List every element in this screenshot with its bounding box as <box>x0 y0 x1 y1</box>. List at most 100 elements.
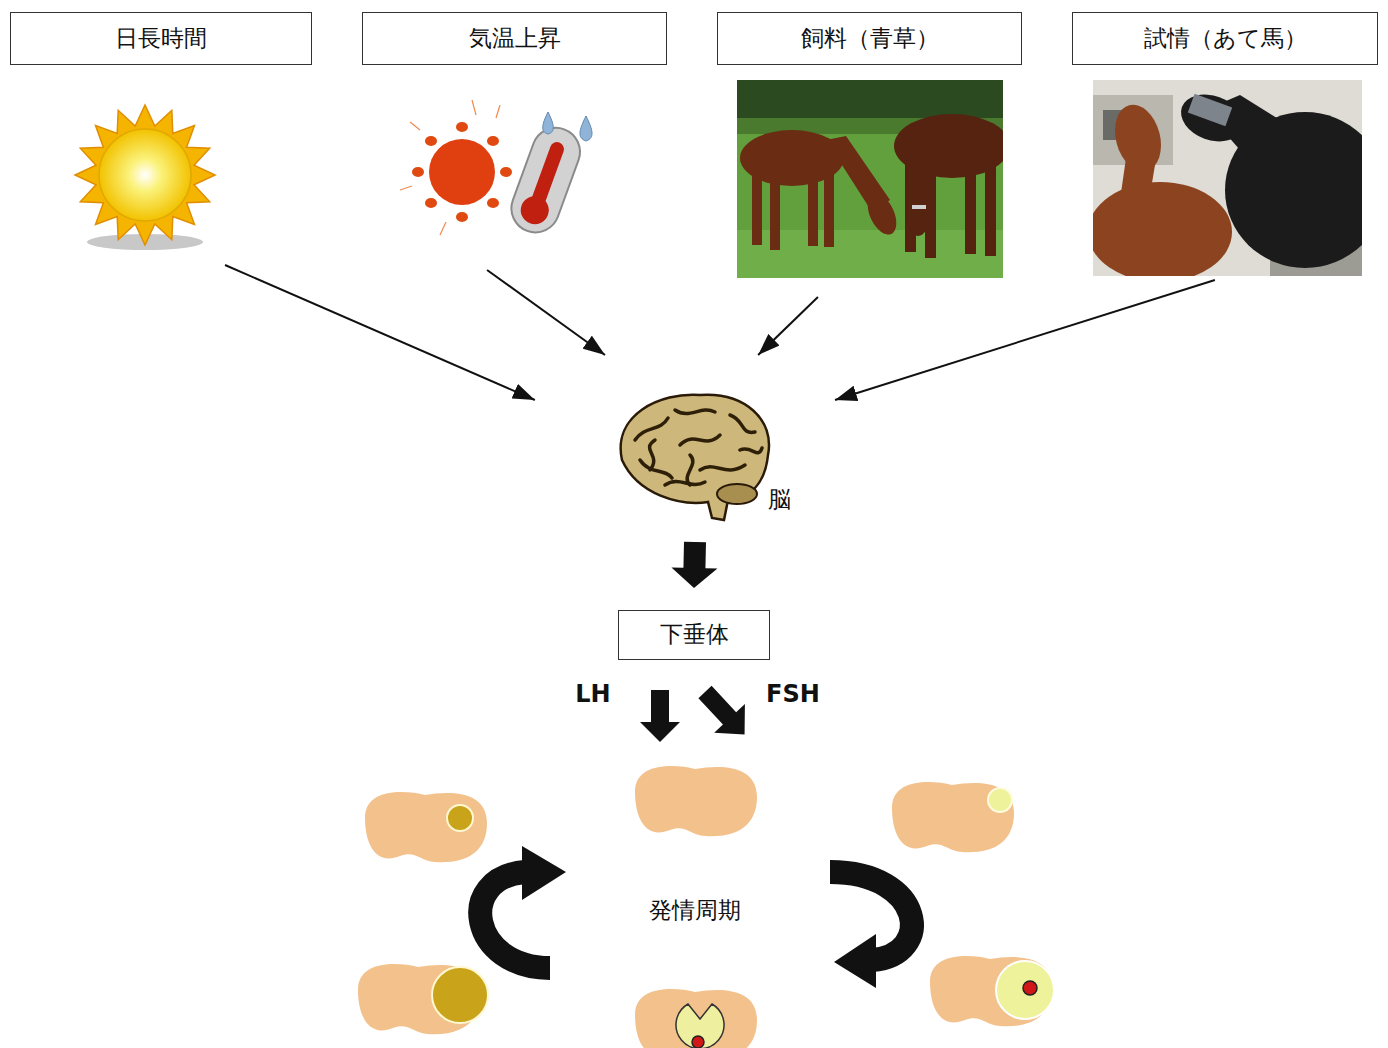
hormone-label: LH <box>575 680 610 709</box>
input-header-node: 飼料（青草） <box>717 12 1022 297</box>
thermometer-bulb <box>517 192 553 228</box>
node-label: 試情（あて馬） <box>1144 25 1307 53</box>
brain-fold <box>687 455 693 485</box>
heat-drop <box>425 198 437 208</box>
heat-drop <box>456 122 468 132</box>
cerebellum <box>717 484 757 504</box>
brain-fold <box>680 435 720 445</box>
corpus-luteum-small <box>447 805 473 831</box>
heat-icon <box>400 100 592 239</box>
ruptured-follicle <box>676 1004 724 1048</box>
hormone-label: FSH <box>766 680 820 709</box>
arrow-connector <box>758 297 818 355</box>
heat-ray <box>410 122 420 130</box>
lh-arrow <box>640 690 680 742</box>
ovary <box>365 792 487 862</box>
header-box: 日長時間 <box>10 12 312 65</box>
sun-icon <box>75 105 215 250</box>
node-label: 気温上昇 <box>469 25 561 53</box>
heat-drop <box>500 167 512 177</box>
input-header-node: 日長時間 <box>10 12 312 265</box>
mare-head <box>1108 99 1168 176</box>
muzzle-guard <box>1188 94 1232 126</box>
stallion-head <box>1174 86 1249 149</box>
sweat-drop <box>580 116 592 141</box>
heat-ray <box>472 100 476 115</box>
block-arrow <box>671 542 717 588</box>
node-label: 日長時間 <box>115 25 207 53</box>
arrow-connector <box>487 270 605 355</box>
node-label: 下垂体 <box>660 621 729 649</box>
follicle-small <box>988 788 1012 812</box>
heat-drop <box>487 198 499 208</box>
ovary-cycle <box>358 766 1054 1048</box>
sun-rays <box>75 105 215 245</box>
horse-right <box>894 114 1003 258</box>
input-header-node: 試情（あて馬） <box>1072 12 1378 280</box>
horse-head <box>906 192 930 236</box>
ovary <box>635 766 757 836</box>
pituitary-box: 下垂体 <box>618 610 770 660</box>
fsh-arrow-shape <box>690 678 760 749</box>
stallion <box>1174 86 1362 268</box>
heat-drops <box>412 122 512 222</box>
brain-fold <box>740 448 762 453</box>
header-box: 試情（あて馬） <box>1072 12 1378 65</box>
fsh-arrow <box>690 678 760 749</box>
brain-fold <box>650 440 655 470</box>
brain-fold <box>730 415 755 432</box>
brain-fold <box>665 481 705 485</box>
node-label: 飼料（青草） <box>801 25 939 53</box>
thermometer <box>505 121 587 239</box>
grass <box>737 80 1003 278</box>
mare-body <box>1093 182 1232 276</box>
node-label: 脳 <box>768 486 791 514</box>
horse-leg <box>985 158 996 256</box>
hot-sun <box>429 139 495 205</box>
brain-fold <box>635 418 668 440</box>
cycle-arrow-head <box>522 846 566 900</box>
header-box: 気温上昇 <box>362 12 667 65</box>
brain-fold <box>640 460 672 478</box>
input-header-node: 気温上昇 <box>362 12 667 270</box>
heat-ray <box>440 222 446 235</box>
heat-ray <box>400 186 412 190</box>
brain-outline <box>621 395 769 520</box>
sun-disc <box>99 129 191 221</box>
heat-drop <box>425 136 437 146</box>
heat-drop <box>412 167 424 177</box>
brain-fold <box>675 410 715 414</box>
ovary <box>892 782 1014 852</box>
header-box: 飼料（青草） <box>717 12 1022 65</box>
ovulated-oocyte <box>692 1036 704 1048</box>
oocyte <box>1023 981 1037 995</box>
heat-ray <box>496 105 500 118</box>
ovary-shape <box>635 766 757 836</box>
heat-drop <box>456 212 468 222</box>
follicle-large <box>996 961 1054 1019</box>
ovary-shape <box>365 792 487 862</box>
horse-left <box>740 130 902 250</box>
halter <box>912 205 926 209</box>
arrow-connector <box>225 265 535 400</box>
teaser-photo <box>1093 80 1362 276</box>
cycle-arrow-head <box>834 934 876 988</box>
heat-rays <box>400 100 500 235</box>
grazing-photo <box>737 80 1003 278</box>
brain-icon <box>621 395 769 520</box>
ovary <box>635 989 757 1048</box>
horse-body <box>740 130 844 186</box>
ovary-shape <box>892 782 1014 852</box>
horse-head <box>862 189 902 239</box>
sweat-drop <box>543 112 554 134</box>
brain-fold <box>700 465 745 470</box>
brain-node: 脳 <box>530 355 835 530</box>
trees <box>737 80 1003 120</box>
arrow-connector <box>835 280 1215 400</box>
cycle-label: 発情周期 <box>649 897 741 925</box>
brain-folds <box>635 410 762 485</box>
